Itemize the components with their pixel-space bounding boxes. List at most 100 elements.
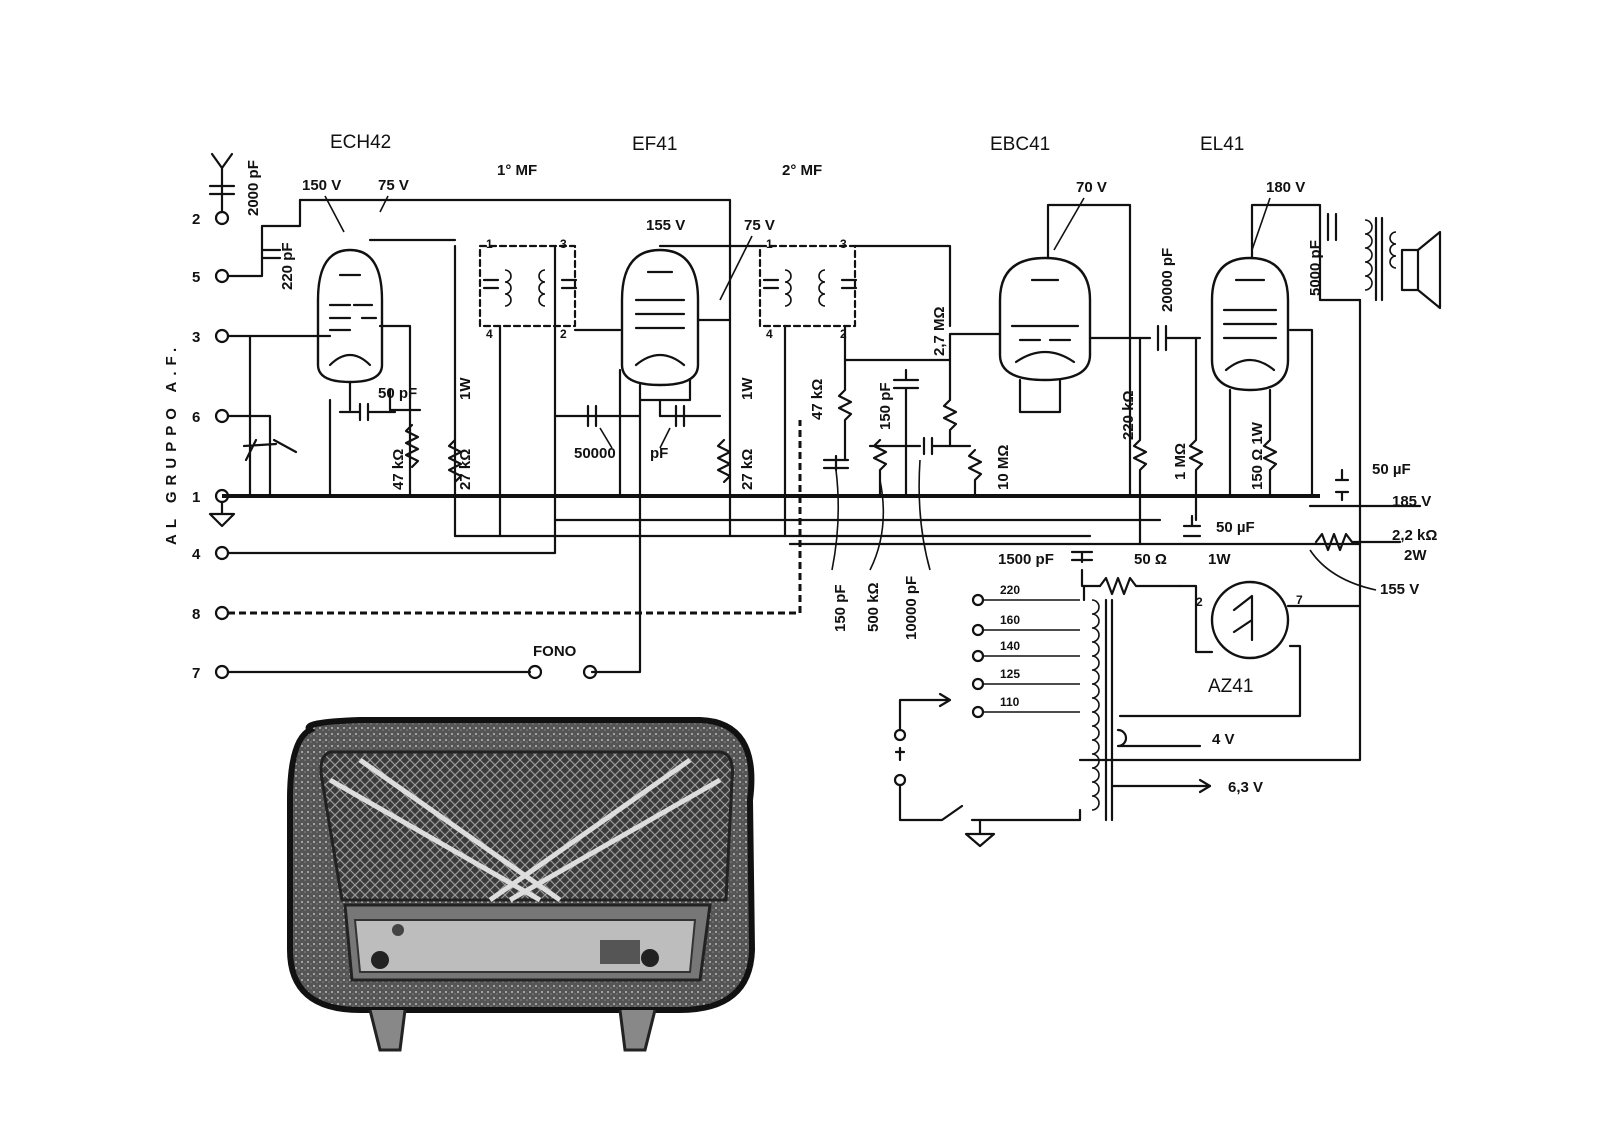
cap-50000-label: 50000 <box>574 445 616 462</box>
stage-label-if1: 1° MF <box>497 162 537 179</box>
cap-50pf-label: 50 pF <box>378 385 417 402</box>
terminal-2: 2 <box>192 210 230 228</box>
watt-1w-b-label: 1W <box>739 377 756 400</box>
fono-label: FONO <box>533 643 577 660</box>
svg-text:4: 4 <box>486 327 493 341</box>
cap-50uf-b-label: 50 µF <box>1216 519 1255 536</box>
radio-cabinet-illustration <box>287 717 756 1052</box>
fono-return <box>590 398 642 674</box>
cap-10000pf-label: 10000 pF <box>903 576 920 640</box>
tube-ebc41 <box>998 256 1092 382</box>
res-50-label: 50 Ω <box>1134 551 1167 568</box>
cap-20000pf-label: 20000 pF <box>1159 248 1176 312</box>
antenna-icon <box>208 152 236 214</box>
cap-150pf-b-label: 150 pF <box>832 584 849 632</box>
res-47k-a-label: 47 kΩ <box>390 449 407 490</box>
svg-text:160: 160 <box>1000 613 1020 627</box>
tube-label-ech42: ECH42 <box>330 132 391 153</box>
svg-text:5: 5 <box>192 269 200 286</box>
res-27k-b-label: 27 kΩ <box>739 449 756 490</box>
svg-text:8: 8 <box>192 606 200 623</box>
pot-500k-label: 500 kΩ <box>865 582 882 632</box>
cap-2000pf-label: 2000 pF <box>245 160 262 216</box>
v-180: 180 V <box>1266 179 1305 196</box>
if1-transformer: 1 3 4 2 <box>478 237 578 341</box>
svg-text:3: 3 <box>840 237 847 251</box>
tube-label-ef41: EF41 <box>632 134 677 155</box>
watt-2w-label: 2W <box>1404 547 1427 564</box>
cap-5000pf-label: 5000 pF <box>1307 240 1324 296</box>
cap-1500pf-label: 1500 pF <box>998 551 1054 568</box>
v-150: 150 V <box>302 177 341 194</box>
terminal-8: 8 <box>192 605 230 623</box>
svg-text:110: 110 <box>1000 695 1020 709</box>
svg-text:1: 1 <box>192 489 200 506</box>
v-155b: 155 V <box>1380 581 1419 598</box>
mains-tap-selector[interactable]: 220 160 140 125 110 <box>971 583 1080 719</box>
power-switch <box>898 783 1082 822</box>
svg-text:2: 2 <box>1196 595 1203 609</box>
tube-az41 <box>1210 580 1290 660</box>
terminal-6: 6 <box>192 408 230 426</box>
speaker-icon <box>1400 230 1442 310</box>
tube-label-az41: AZ41 <box>1208 676 1253 697</box>
cap-220pf-label: 220 pF <box>279 242 296 290</box>
svg-text:4: 4 <box>192 546 201 563</box>
cap-150pf-a-label: 150 pF <box>877 382 894 430</box>
svg-text:7: 7 <box>1296 593 1303 607</box>
tube-label-el41: EL41 <box>1200 134 1244 155</box>
terminal-5: 5 <box>192 268 230 286</box>
res-2-7m-label: 2,7 MΩ <box>931 306 948 356</box>
tap-140: 140 <box>971 639 1080 663</box>
cap-50uf-a-label: 50 µF <box>1372 461 1411 478</box>
tap-160: 160 <box>971 613 1080 637</box>
ground-icon <box>208 500 236 528</box>
res-220k-label: 220 kΩ <box>1120 390 1137 440</box>
v-75a: 75 V <box>378 177 409 194</box>
svg-text:2: 2 <box>560 327 567 341</box>
top-b-plus <box>298 198 732 538</box>
res-2-2k-label: 2,2 kΩ <box>1392 527 1437 544</box>
svg-text:2: 2 <box>840 327 847 341</box>
shielded-line <box>228 420 802 615</box>
res-47k-b-label: 47 kΩ <box>809 379 826 420</box>
svg-text:4: 4 <box>766 327 773 341</box>
pf-unit-label: pF <box>650 445 668 462</box>
side-label: AL GRUPPO A.F. <box>163 342 180 545</box>
chassis-ground-icon <box>964 818 996 848</box>
terminal-3: 3 <box>192 328 230 346</box>
tap-220: 220 <box>971 583 1080 607</box>
svg-text:6: 6 <box>192 409 200 426</box>
v-4: 4 V <box>1212 731 1235 748</box>
svg-text:125: 125 <box>1000 667 1020 681</box>
v-75b: 75 V <box>744 217 775 234</box>
tube-label-ebc41: EBC41 <box>990 134 1050 155</box>
svg-text:7: 7 <box>192 665 200 682</box>
svg-text:220: 220 <box>1000 583 1020 597</box>
v-155a: 155 V <box>646 217 685 234</box>
v-6-3: 6,3 V <box>1228 779 1263 796</box>
res-150-label: 150 Ω 1W <box>1249 421 1266 490</box>
tube-el41 <box>1210 256 1290 392</box>
res-1m-label: 1 MΩ <box>1172 443 1189 480</box>
svg-text:140: 140 <box>1000 639 1020 653</box>
stage-label-if2: 2° MF <box>782 162 822 179</box>
output-transformer <box>1364 216 1397 302</box>
svg-text:3: 3 <box>560 237 567 251</box>
v-70: 70 V <box>1076 179 1107 196</box>
fono-jack[interactable] <box>527 664 598 680</box>
svg-text:1: 1 <box>486 237 493 251</box>
watt-1w-a-label: 1W <box>457 377 474 400</box>
res-27k-a-label: 27 kΩ <box>457 449 474 490</box>
svg-text:1: 1 <box>766 237 773 251</box>
terminal-column: 2 5 3 6 1 4 8 7 <box>192 210 230 682</box>
res-10m-label: 10 MΩ <box>995 445 1012 490</box>
if2-transformer: 1 3 4 2 <box>758 237 858 341</box>
v-185: 185 V <box>1392 493 1431 510</box>
tap-110: 110 <box>971 695 1080 719</box>
watt-1w-c-label: 1W <box>1208 551 1231 568</box>
tube-ech42 <box>316 248 384 384</box>
power-transformer <box>1091 598 1202 822</box>
